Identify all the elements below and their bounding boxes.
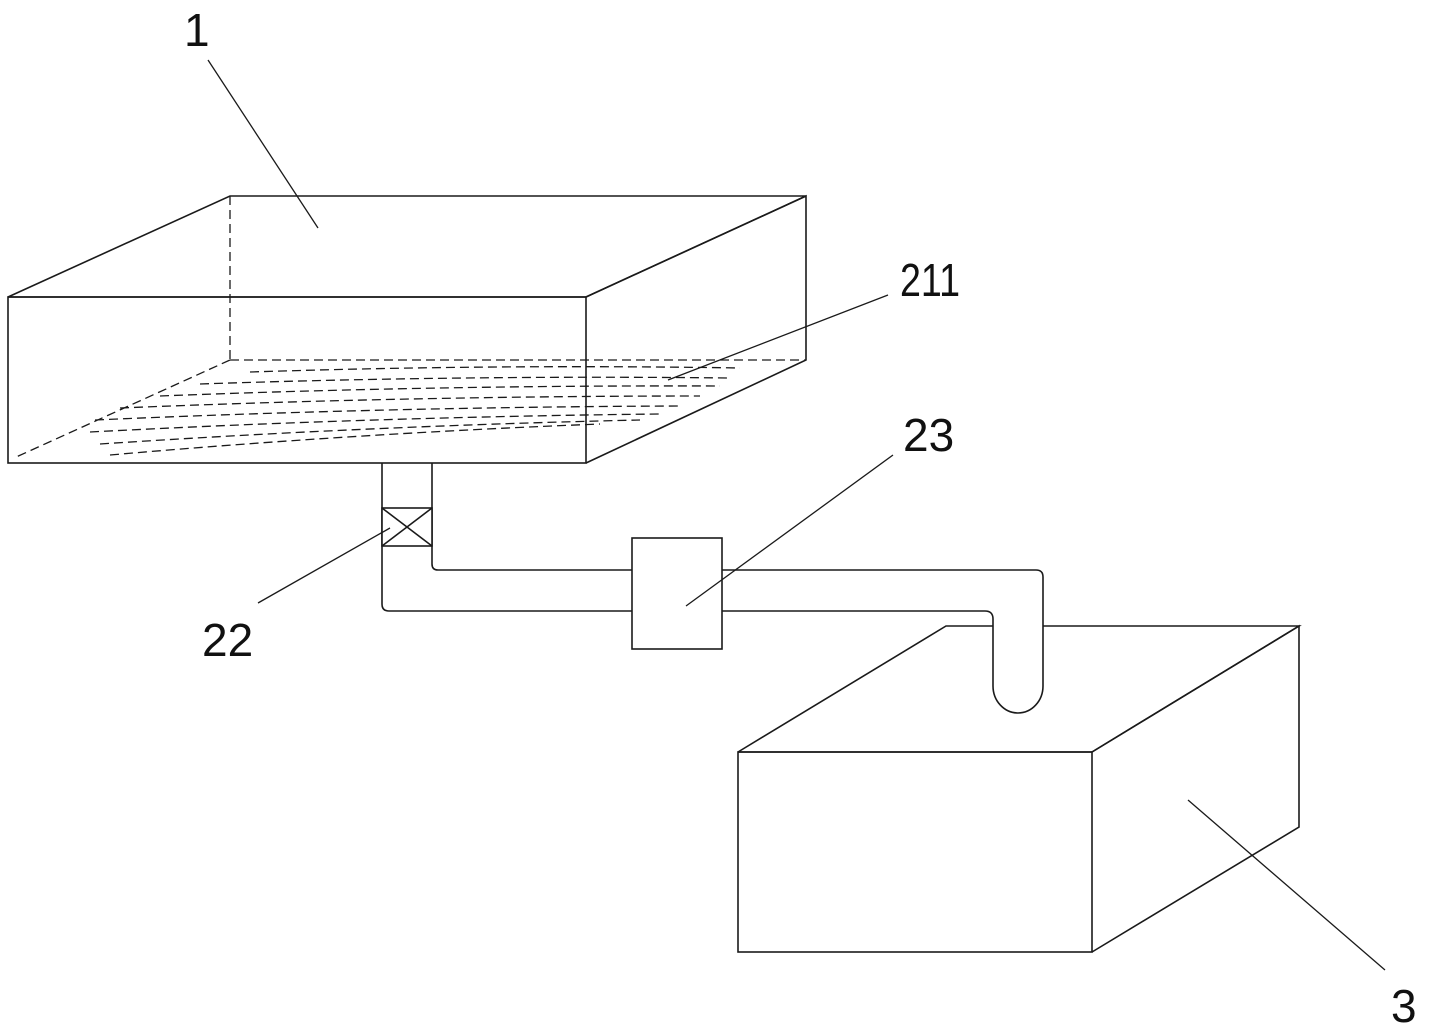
label-liquid-layer: 211 (900, 254, 960, 306)
liquid-layer-hatch (89, 366, 741, 456)
leader-3 (1187, 799, 1386, 971)
liquid-hatch-line (109, 423, 601, 456)
lower-tank-front-face (737, 751, 1093, 953)
label-valve: 22 (202, 614, 253, 666)
pipe-outer-bend (381, 603, 632, 612)
liquid-hatch-line (159, 385, 721, 397)
leader-211 (667, 294, 889, 381)
label-upper-tank: 1 (184, 4, 210, 56)
lower-tank-top-face-right (1043, 625, 1302, 753)
upper-tank-liquid-surface-left-edge (13, 359, 231, 459)
liquid-hatch-line (249, 366, 741, 373)
outlet-pipe-upper-wall (722, 569, 1044, 686)
lower-tank-top-face-left (737, 625, 993, 753)
liquid-hatch-line (119, 395, 701, 409)
pipe-inner-bend (431, 563, 632, 571)
liquid-hatch-line (94, 405, 681, 421)
outlet-pipe-lower-wall (722, 610, 994, 686)
upper-tank-side-face (585, 194, 807, 464)
valve-cross-b (381, 507, 433, 547)
outlet-pipe-u-bend (992, 685, 1044, 714)
valve (381, 507, 433, 547)
liquid-hatch-line (89, 413, 661, 433)
lower-tank (737, 624, 1302, 953)
upper-tank-top-face (7, 195, 807, 298)
outlet-pipe (722, 569, 1044, 714)
label-pump: 23 (903, 409, 954, 461)
leader-1 (207, 59, 319, 229)
liquid-hatch-line (99, 419, 641, 445)
label-lower-tank: 3 (1391, 980, 1417, 1031)
leader-22 (257, 527, 391, 604)
liquid-hatch-line (199, 376, 731, 385)
pump (631, 537, 723, 650)
upper-tank-front-face (7, 296, 587, 464)
leader-23 (685, 454, 894, 607)
upper-tank (7, 194, 807, 464)
lower-tank-side-face (1091, 624, 1300, 953)
